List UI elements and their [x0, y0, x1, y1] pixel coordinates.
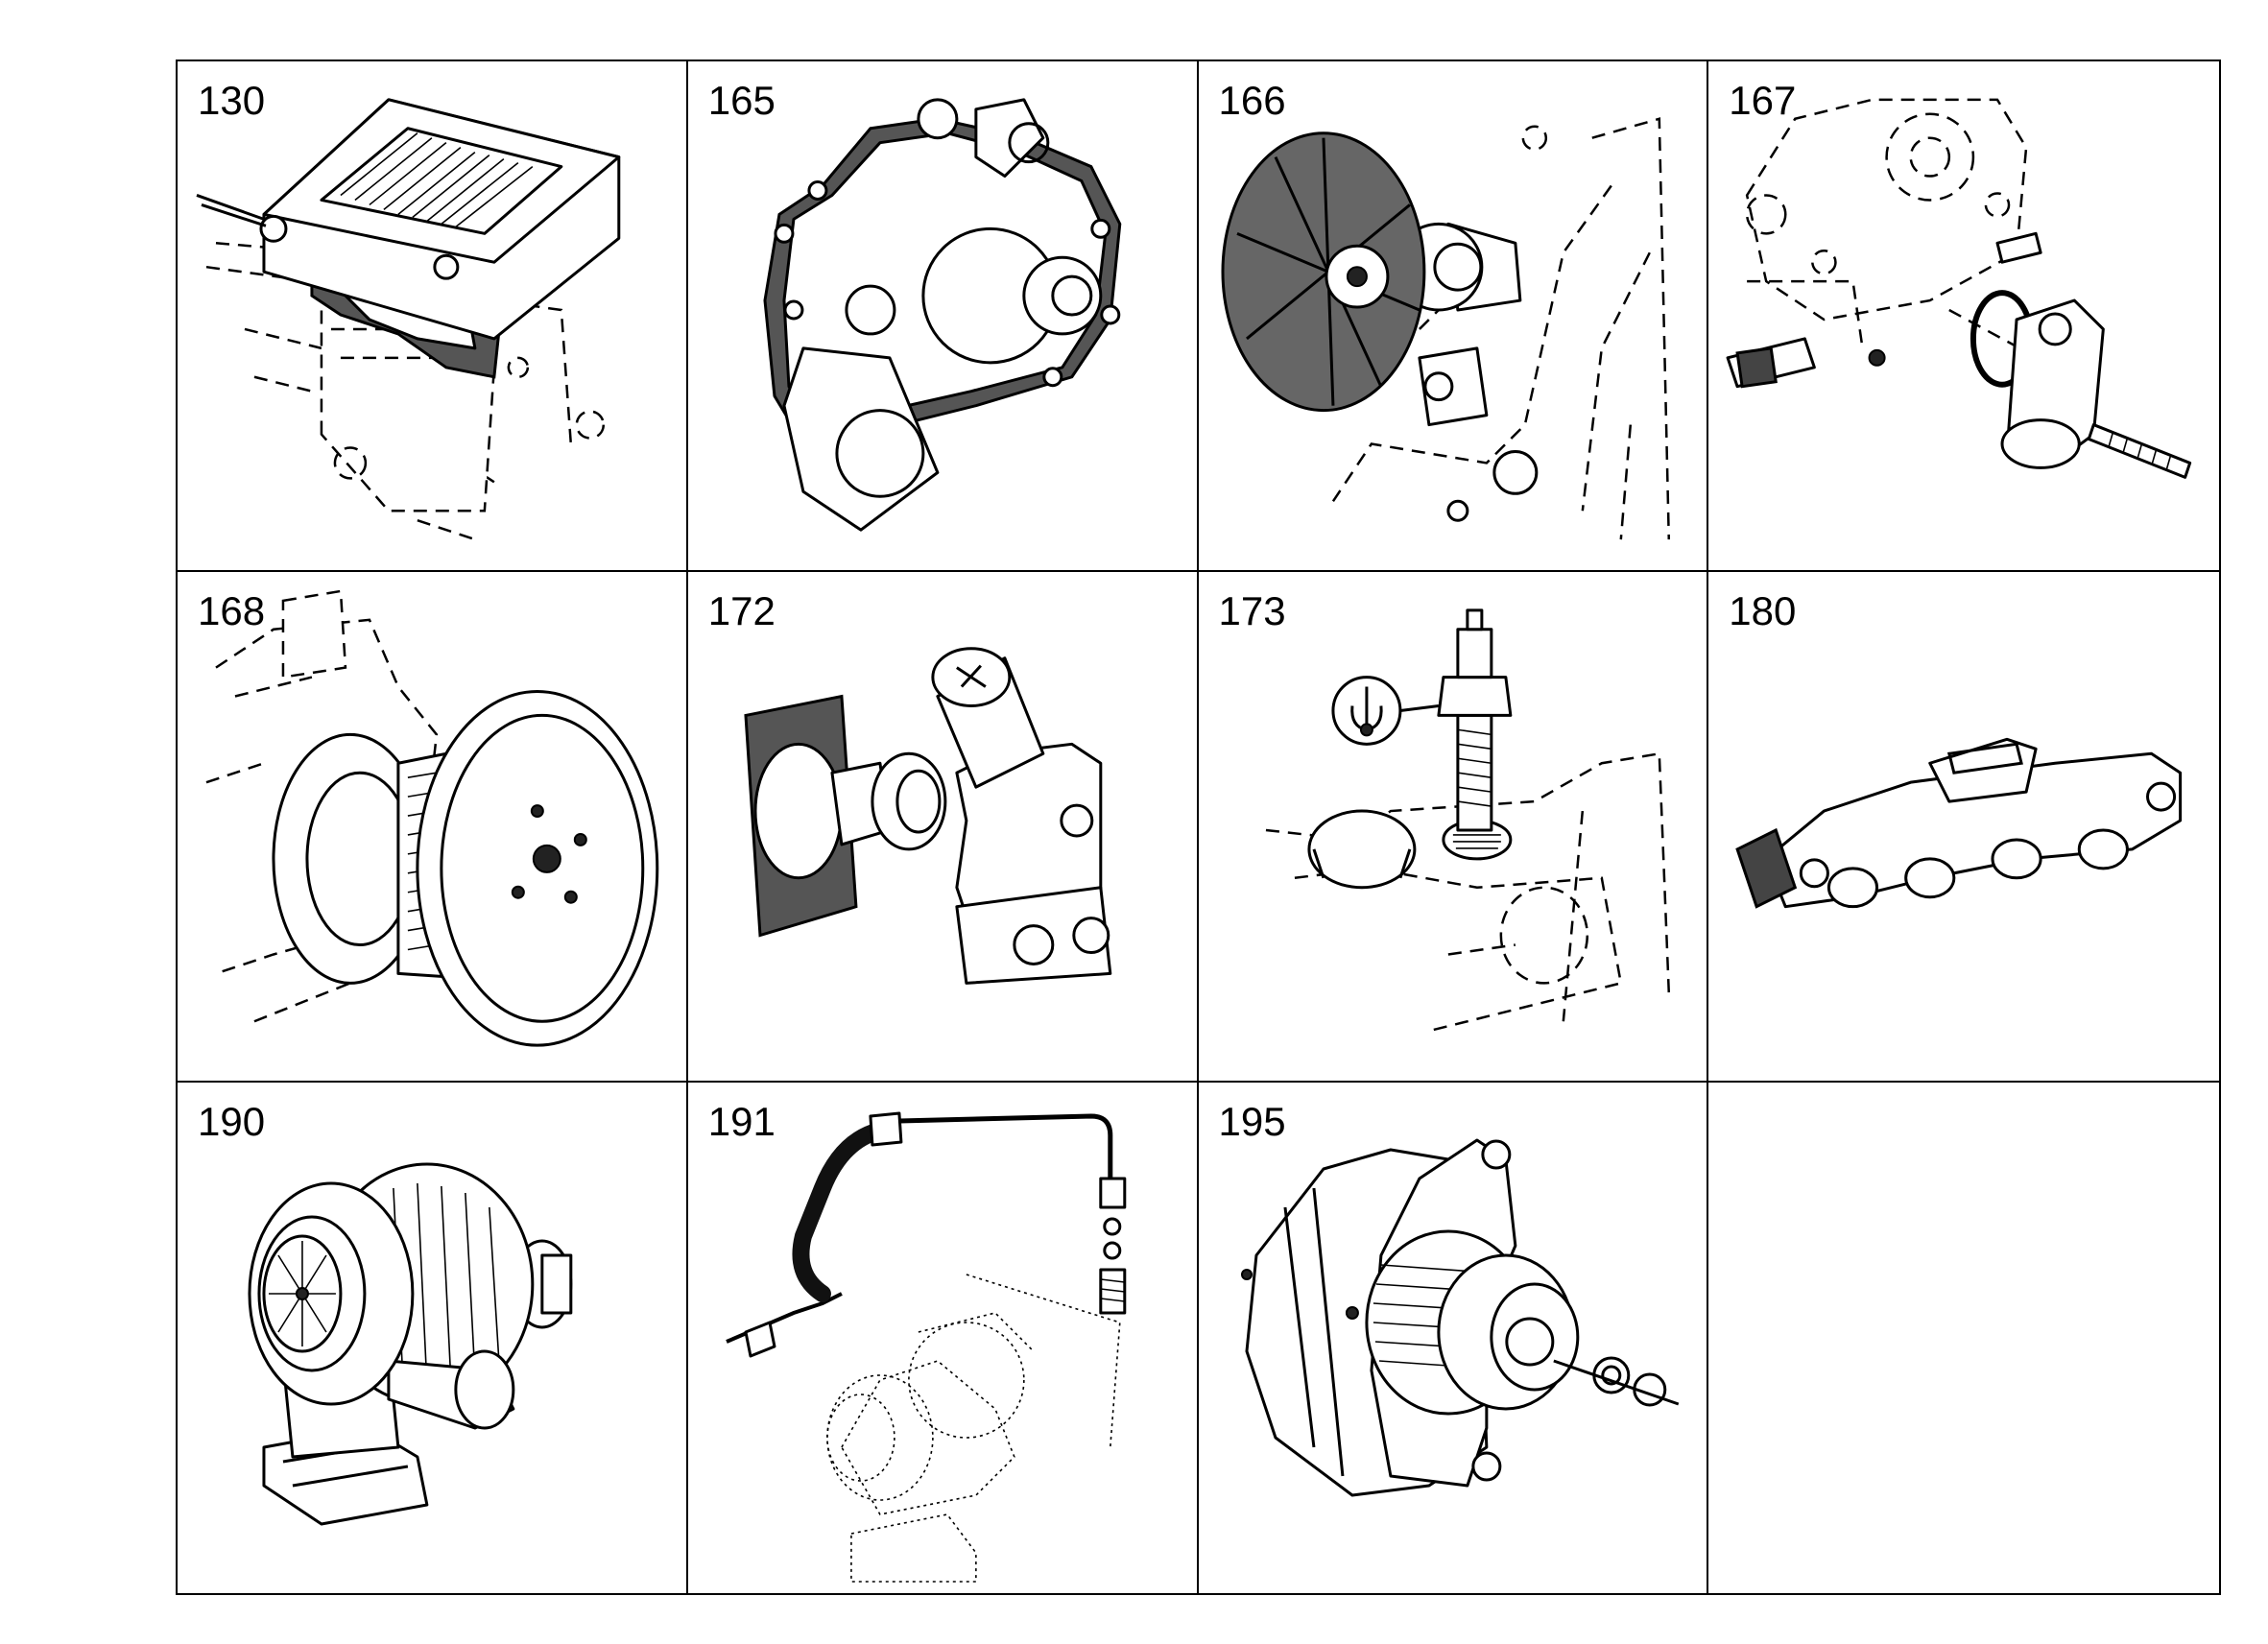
part-cell-180[interactable]: 180	[1708, 572, 2219, 1083]
part-number: 191	[707, 1099, 776, 1144]
part-number: 130	[198, 78, 266, 123]
part-cell-166[interactable]: 166	[1198, 61, 1709, 572]
turbocharger-icon	[178, 1083, 686, 1593]
part-cell-168[interactable]: 168	[178, 572, 688, 1083]
part-number: 165	[707, 78, 776, 123]
part-number: 172	[707, 588, 776, 633]
oil-cooler-icon	[178, 61, 686, 570]
pulley-icon	[178, 572, 686, 1081]
part-cell-165[interactable]: 165	[687, 61, 1199, 572]
part-number: 168	[198, 588, 266, 633]
oil-line-icon	[688, 1083, 1197, 1593]
part-number: 180	[1729, 588, 1797, 633]
part-number: 195	[1218, 1099, 1286, 1144]
part-number: 166	[1218, 78, 1286, 123]
fan-hub-icon	[1199, 61, 1707, 570]
empty-cell	[1708, 1083, 2219, 1593]
part-cell-130[interactable]: 130	[178, 61, 688, 572]
part-cell-173[interactable]: 173	[1198, 572, 1709, 1083]
thermostat-housing-icon	[1708, 61, 2219, 570]
temperature-sensor-icon	[1199, 572, 1707, 1081]
part-cell-172[interactable]: 172	[687, 572, 1199, 1083]
thermostat-icon	[688, 572, 1197, 1081]
part-cell-167[interactable]: 167	[1708, 61, 2219, 572]
water-pump-icon	[688, 61, 1197, 570]
part-cell-190[interactable]: 190	[178, 1083, 688, 1593]
part-cell-191[interactable]: 191	[688, 1083, 1199, 1593]
part-number: 173	[1218, 588, 1286, 633]
exhaust-manifold-icon	[1708, 572, 2219, 1081]
part-cell-195[interactable]: 195	[1199, 1083, 1709, 1593]
part-number: 167	[1729, 78, 1797, 123]
alternator-icon	[1199, 1083, 1707, 1593]
parts-grid: 130 165	[176, 60, 2221, 1595]
part-number: 190	[198, 1099, 266, 1144]
